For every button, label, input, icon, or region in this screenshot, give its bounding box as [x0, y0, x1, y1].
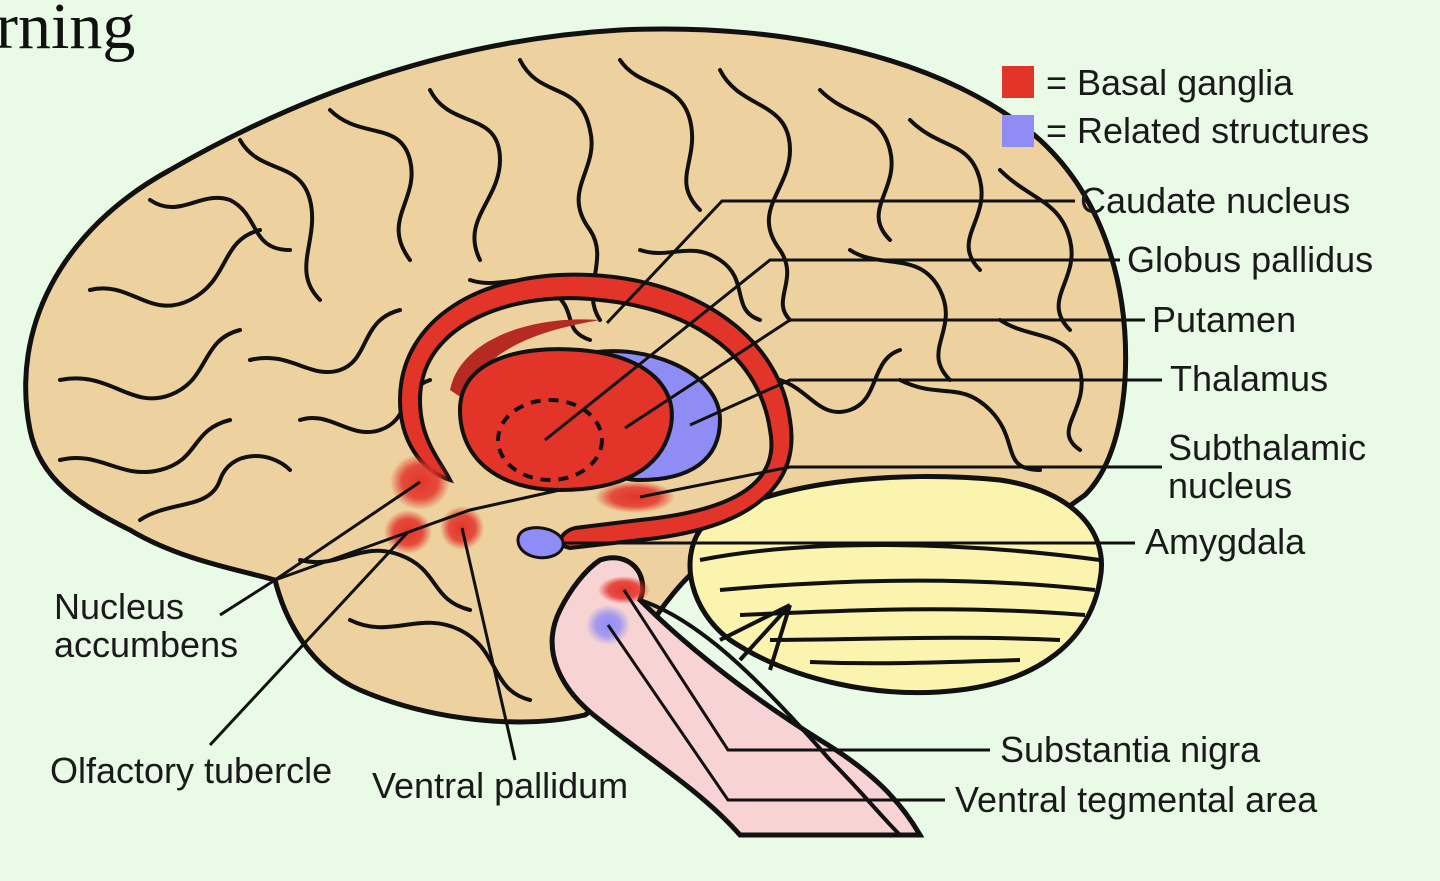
label-caudate-nucleus: Caudate nucleus: [1080, 180, 1351, 221]
globus-pallidus-outline: [496, 398, 604, 482]
label-olfactory-tubercle: Olfactory tubercle: [50, 750, 333, 791]
legend-swatch-basal-ganglia: [1002, 66, 1034, 98]
label-thalamus: Thalamus: [1170, 358, 1329, 399]
pons-edge: [639, 598, 902, 837]
legend-related-structures: = Related structures: [1046, 110, 1370, 151]
label-putamen: Putamen: [1152, 299, 1297, 340]
amygdala-shape: [516, 526, 565, 560]
leader-lines: [208, 199, 1162, 802]
legend-swatch-related-structures: [1002, 115, 1034, 147]
legend-basal-ganglia: = Basal ganglia: [1046, 62, 1294, 103]
label-subthalamic-nucleus-2: nucleus: [1168, 465, 1293, 506]
lentiform-nucleus: [457, 347, 674, 493]
label-ventral-pallidum: Ventral pallidum: [372, 765, 629, 806]
label-globus-pallidus: Globus pallidus: [1127, 239, 1374, 280]
subthalamic-nucleus-shape: [595, 481, 675, 513]
cerebellum-folia: [699, 543, 1101, 671]
label-nucleus-accumbens-2: accumbens: [54, 624, 239, 665]
label-subthalamic-nucleus-1: Subthalamic: [1168, 427, 1367, 468]
label-ventral-tegmental-area: Ventral tegmental area: [955, 779, 1318, 820]
label-substantia-nigra: Substantia nigra: [1000, 729, 1261, 770]
brainstem: [549, 555, 925, 838]
caudate-nucleus-shape: [397, 272, 794, 551]
label-amygdala: Amygdala: [1145, 521, 1306, 562]
label-nucleus-accumbens-1: Nucleus: [54, 586, 185, 627]
page-title-fragment: rning: [0, 0, 136, 63]
